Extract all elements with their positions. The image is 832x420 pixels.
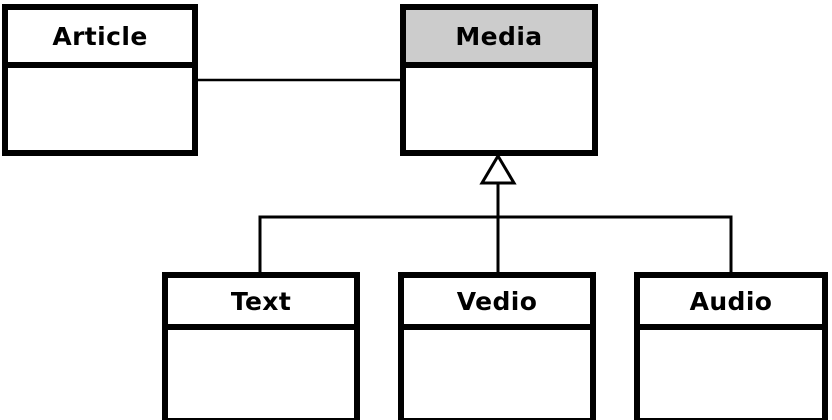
uml-class-audio[interactable]: Audio (634, 272, 828, 420)
uml-class-attributes-audio (640, 330, 822, 418)
uml-class-name-media: Media (406, 10, 592, 68)
uml-class-name-vedio: Vedio (404, 278, 590, 330)
uml-class-name-article: Article (8, 10, 192, 68)
uml-class-text[interactable]: Text (162, 272, 360, 420)
uml-class-name-audio: Audio (640, 278, 822, 330)
uml-class-attributes-media (406, 68, 592, 150)
uml-class-media[interactable]: Media (400, 4, 598, 156)
uml-class-attributes-article (8, 68, 192, 150)
uml-class-attributes-vedio (404, 330, 590, 418)
uml-class-name-text: Text (168, 278, 354, 330)
hollow-triangle-arrowhead-icon (479, 153, 517, 185)
uml-class-article[interactable]: Article (2, 4, 198, 156)
uml-class-attributes-text (168, 330, 354, 418)
uml-class-vedio[interactable]: Vedio (398, 272, 596, 420)
